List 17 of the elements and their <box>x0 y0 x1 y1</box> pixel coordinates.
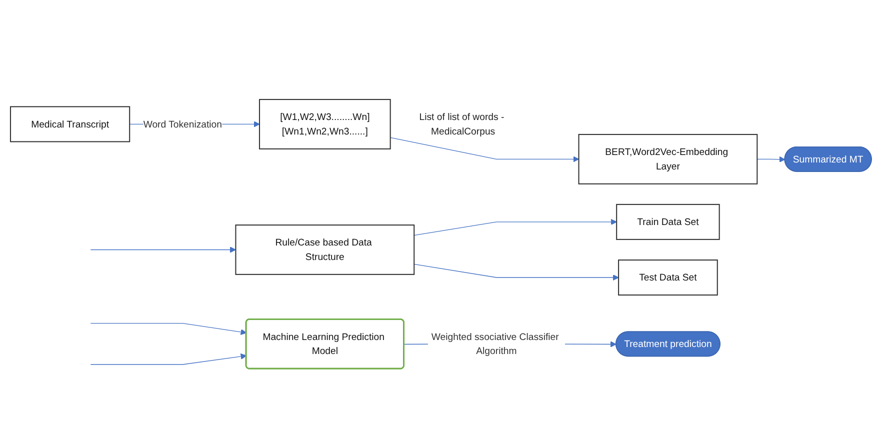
arrow <box>390 138 580 163</box>
arrow <box>90 323 247 336</box>
node-box <box>10 106 130 143</box>
node-box <box>235 224 415 276</box>
node-box <box>618 260 718 296</box>
edge-label: Weighted ssociative Classifier Algorithm <box>431 331 559 357</box>
node-label: List of list of words - MedicalCorpus <box>419 112 504 137</box>
arrow <box>414 219 617 236</box>
edge-label: Word Tokenization <box>143 118 222 130</box>
node-box <box>258 99 391 150</box>
node-box <box>616 204 720 240</box>
node-box <box>578 134 758 185</box>
arrow <box>90 247 236 254</box>
arrow <box>414 264 619 281</box>
arrow <box>90 354 247 366</box>
arrow <box>756 156 786 163</box>
flowchart: Word Tokenization Weighted ssociative Classifier Algorithm Medical Transcript [W1,W2,W3........Wn] [Wn1,Wn2,Wn3......] List of list of words - MedicalCorpus BERT,Word2Vec-Embedding Layer Summarized MT Rule/Case based Data Structure Train Data Set Test Data Set Machine Learning Prediction Model Treatment prediction <box>5 59 877 381</box>
